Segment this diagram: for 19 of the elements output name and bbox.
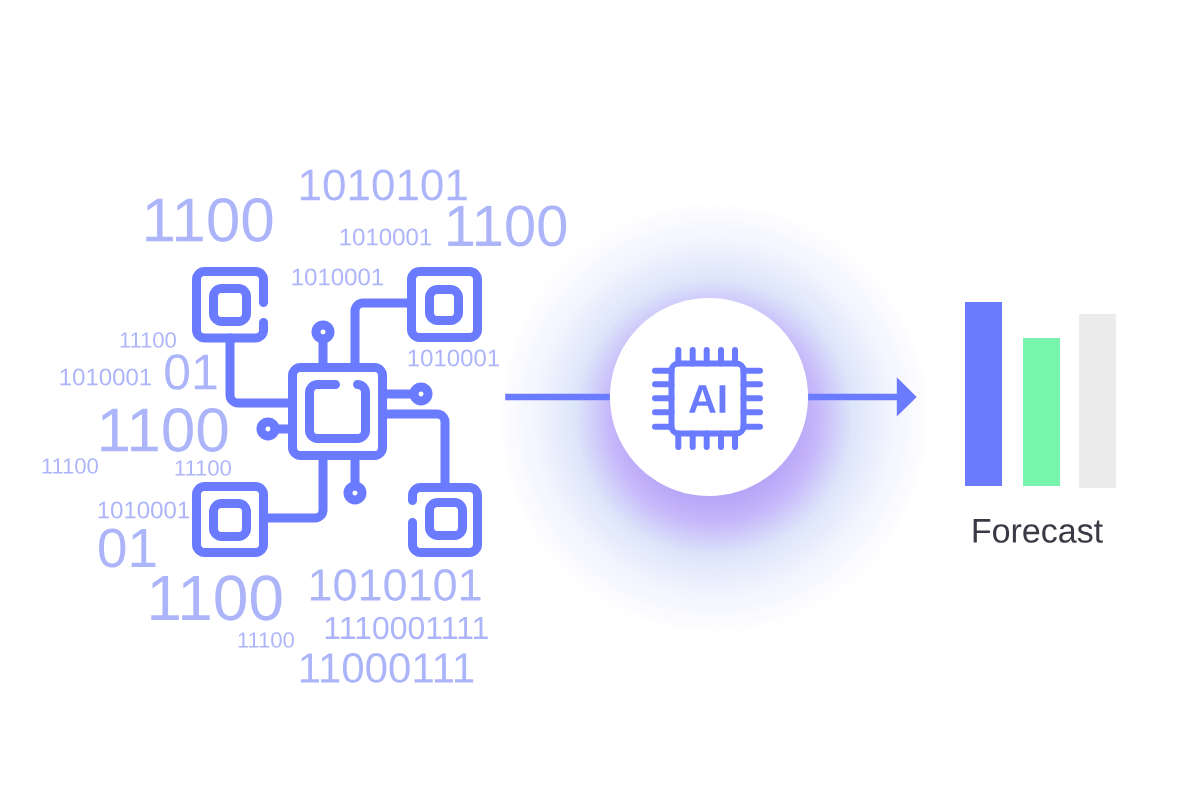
binary-text: 1010001 — [60, 368, 151, 386]
binary-text: 1100 — [151, 575, 282, 621]
binary-text: 11100 — [42, 458, 98, 474]
binary-text: 1100 — [101, 408, 228, 452]
binary-text: 1010101 — [300, 169, 467, 201]
binary-text: 1100 — [146, 198, 273, 242]
binary-text: 01 — [165, 354, 217, 390]
binary-text: 01 — [99, 528, 156, 568]
binary-text: 11100 — [238, 632, 294, 648]
binary-text: 1100 — [448, 205, 567, 247]
binary-text: 1110001111 — [325, 616, 488, 640]
binary-text: 1010001 — [340, 228, 431, 246]
binary-text: 1010001 — [292, 268, 383, 286]
binary-text: 11100 — [175, 460, 231, 476]
binary-text: 11000111 — [300, 653, 474, 683]
chart-caption: Forecast — [973, 519, 1103, 543]
binary-text: 1010001 — [408, 349, 499, 367]
binary-text: 11100 — [120, 332, 176, 348]
chip-label: AI — [689, 385, 726, 413]
